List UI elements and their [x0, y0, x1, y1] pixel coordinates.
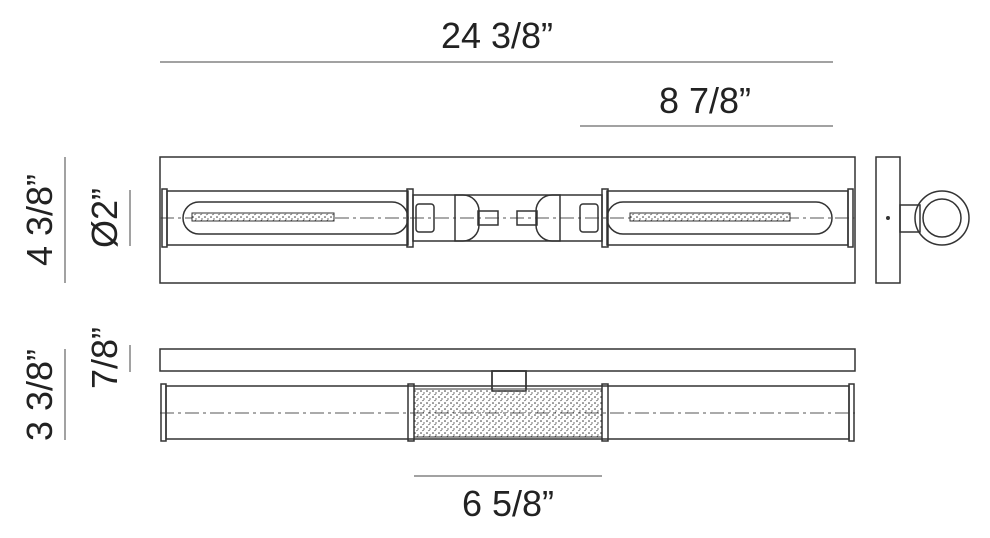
- front-view: [159, 156, 856, 284]
- front-height-label: 4 3/8”: [19, 174, 60, 266]
- tube-diameter-dimension: Ø2”: [84, 188, 131, 248]
- tube-diameter-label: Ø2”: [84, 188, 125, 248]
- tube-length-dimension: 8 7/8”: [580, 80, 833, 127]
- bottom-depth-dimension: 3 3/8”: [19, 349, 66, 441]
- side-view: [875, 156, 970, 284]
- tube-length-label: 8 7/8”: [659, 80, 751, 121]
- front-height-dimension: 4 3/8”: [19, 157, 66, 283]
- overall-length-label: 24 3/8”: [441, 15, 553, 56]
- plate-thickness-dimension: 7/8”: [84, 327, 131, 389]
- bottom-view: [159, 348, 856, 442]
- center-length-dimension: 6 5/8”: [414, 475, 602, 524]
- bottom-depth-label: 3 3/8”: [19, 349, 60, 441]
- center-length-label: 6 5/8”: [462, 483, 554, 524]
- overall-length-dimension: 24 3/8”: [160, 15, 833, 63]
- plate-thickness-label: 7/8”: [84, 327, 125, 389]
